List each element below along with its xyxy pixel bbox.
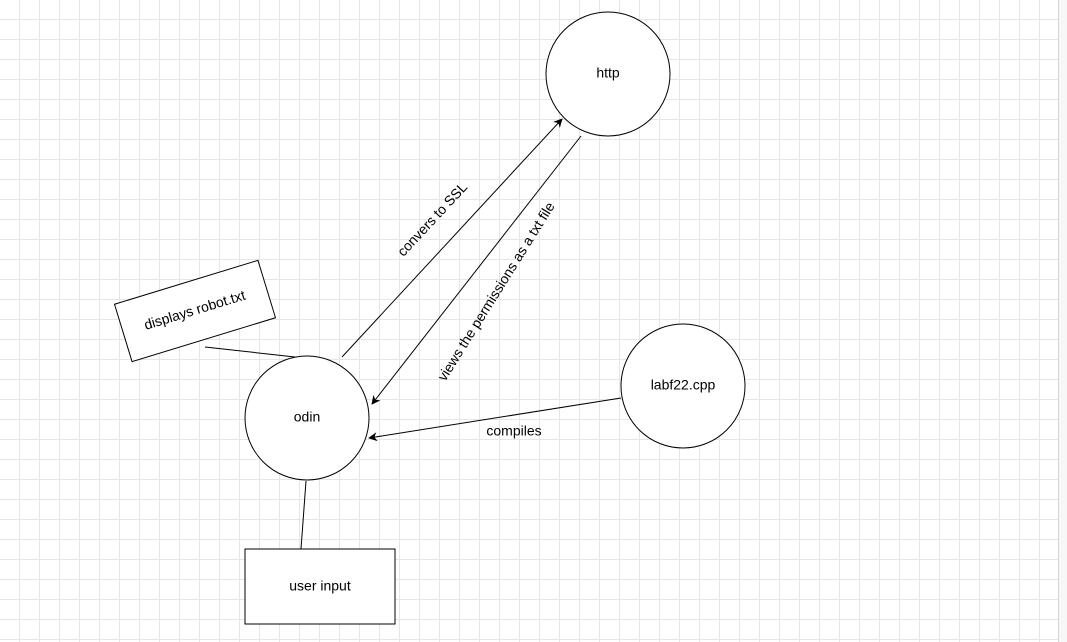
edge-labf22-to-odin[interactable] (368, 397, 622, 442)
node-labf22[interactable]: labf22.cpp (620, 323, 746, 449)
node-http-shape (545, 11, 671, 137)
edge-label-views-permissions: views the permissions as a txt file (434, 199, 558, 384)
node-http[interactable]: http (545, 11, 671, 137)
node-robot-shape (113, 259, 277, 363)
node-user-input-shape (244, 548, 396, 625)
edge-odin-to-http[interactable] (341, 118, 563, 358)
edge-odin-to-user-input[interactable] (300, 480, 307, 550)
canvas-right-edge (1058, 0, 1067, 642)
node-odin-label: odin (294, 409, 320, 425)
node-odin-shape (244, 355, 370, 481)
node-robot[interactable]: displays robot.txt (113, 259, 277, 363)
node-labf22-shape (620, 323, 746, 449)
edge-robot-to-odin[interactable] (204, 346, 296, 358)
edge-label-compiles: compiles (486, 423, 541, 439)
edge-label-convers-to-ssl: convers to SSL (394, 179, 471, 260)
node-user-input-label: user input (289, 578, 351, 594)
node-odin[interactable]: odin (244, 355, 370, 481)
node-user-input[interactable]: user input (244, 548, 396, 625)
node-http-label: http (596, 65, 620, 81)
node-labf22-label: labf22.cpp (651, 377, 716, 393)
edge-http-to-odin[interactable] (371, 135, 582, 405)
